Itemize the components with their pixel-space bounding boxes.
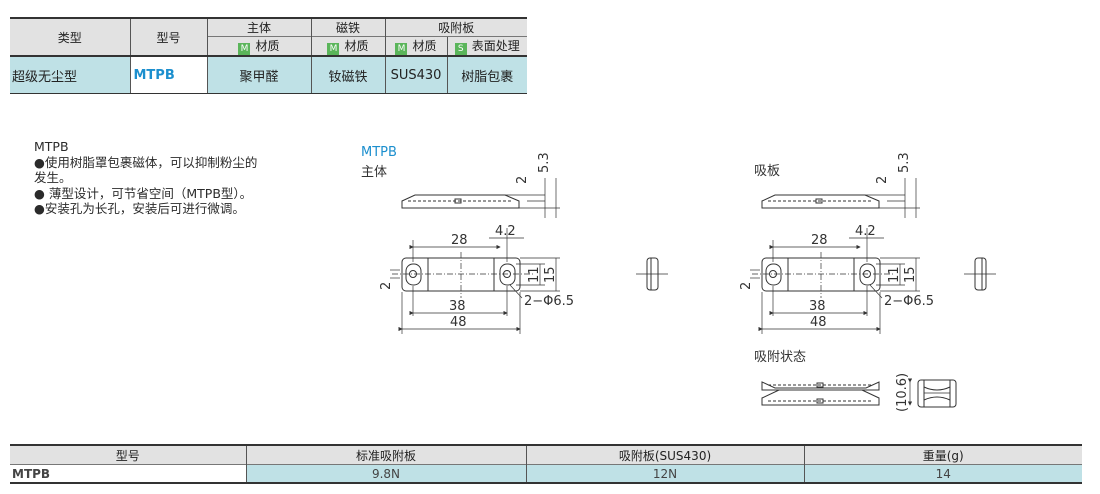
description: MTPB ●使用树脂罩包裹磁体，可以抑制粉尘的发生。 ● 薄型设计，可节省空间（…: [34, 139, 259, 217]
header-type: 类型: [10, 17, 130, 57]
dim-main-slot: 4.2: [495, 224, 516, 239]
dim-plate-hole: 2−Φ6.5: [884, 294, 934, 309]
dim-main-side-11: 11: [527, 266, 542, 283]
dim-plate-side-15: 15: [903, 266, 918, 283]
perf-cell-sus430-plate: 12N: [525, 464, 804, 484]
dim-main-side-left: 2: [379, 282, 394, 290]
surface-mark-icon: S: [454, 43, 467, 55]
dim-main-pitch-top: 28: [451, 233, 468, 248]
performance-table: 型号 标准吸附板 吸附板(SUS430) 重量(g) MTPB 9.8N 12N…: [10, 444, 1082, 484]
dim-plate-length: 48: [810, 315, 827, 330]
dim-main-pitch-bottom: 38: [449, 299, 466, 314]
perf-header-sus430-plate: 吸附板(SUS430): [525, 444, 804, 465]
description-point: ● 薄型设计，可节省空间（MTPB型）。: [34, 185, 253, 201]
perf-cell-weight: 14: [803, 464, 1082, 484]
plate-side-view: [761, 194, 880, 209]
cell-body-material: 聚甲醛: [206, 56, 311, 94]
attached-state-drawing: [761, 378, 957, 408]
cell-plate-material: SUS430: [384, 56, 447, 94]
material-mark-icon: M: [327, 43, 340, 55]
cell-magnet-material: 钕磁铁: [310, 56, 385, 94]
description-title: MTPB: [34, 139, 69, 154]
dim-main-h-total: 5.3: [537, 152, 552, 173]
drawing-model-label: MTPB: [361, 145, 397, 160]
dim-plate-pitch-top: 28: [811, 233, 828, 248]
dim-main-h-part: 2: [515, 176, 530, 184]
dim-plate-h-part: 2: [875, 176, 890, 184]
dim-main-length: 48: [450, 315, 467, 330]
cell-type: 超级无尘型: [10, 56, 130, 94]
dim-plate-h-total: 5.3: [897, 152, 912, 173]
perf-cell-standard-plate: 9.8N: [245, 464, 526, 484]
dim-plate-pitch-bottom: 38: [809, 299, 826, 314]
header-plate: 吸附板: [384, 17, 527, 37]
dim-main-side-15: 15: [543, 266, 558, 283]
main-side-view: [401, 194, 520, 209]
perf-header-standard-plate: 标准吸附板: [245, 444, 526, 465]
header-magnet: 磁铁: [310, 17, 385, 37]
dim-plate-slot: 4.2: [855, 224, 876, 239]
perf-header-model: 型号: [10, 444, 246, 465]
cell-plate-surface: 树脂包裹: [446, 56, 527, 94]
description-point: ●使用树脂罩包裹磁体，可以抑制粉尘的发生。: [34, 154, 258, 186]
perf-header-weight: 重量(g): [803, 444, 1082, 465]
cell-model[interactable]: MTPB: [129, 56, 207, 94]
drawing-body-label: 主体: [361, 165, 388, 180]
dim-plate-side-left: 2: [739, 282, 754, 290]
header-body: 主体: [206, 17, 311, 37]
dim-attach-height: (10.6): [895, 373, 910, 412]
description-point: ●安装孔为长孔，安装后可进行微调。: [34, 201, 245, 216]
drawing-plate-label: 吸板: [754, 164, 781, 179]
header-model: 型号: [129, 17, 207, 57]
dim-plate-side-11: 11: [887, 266, 902, 283]
drawing-attach-label: 吸附状态: [754, 350, 807, 365]
material-mark-icon: M: [238, 43, 251, 55]
plate-drawing: [750, 178, 996, 334]
dim-main-hole: 2−Φ6.5: [524, 294, 574, 309]
main-body-drawing: [390, 178, 668, 334]
perf-cell-model[interactable]: MTPB: [10, 464, 246, 484]
material-mark-icon: M: [395, 43, 408, 55]
